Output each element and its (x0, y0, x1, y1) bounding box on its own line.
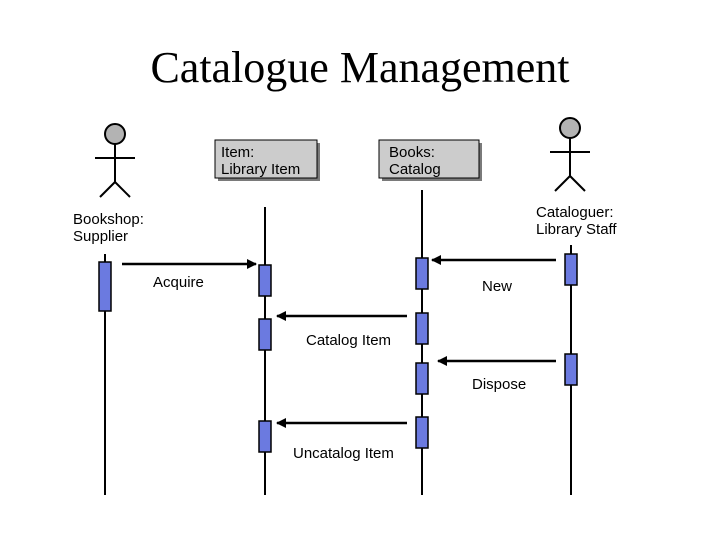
cataloguer-label-line1: Cataloguer: (536, 204, 614, 221)
catalog-label-line1: Books: (389, 144, 435, 161)
supplier-label-line1: Bookshop: (73, 211, 144, 228)
catalog-activation-bar (415, 416, 429, 449)
dispose-message-label: Dispose (472, 376, 526, 393)
acquire-message-label: Acquire (153, 274, 204, 291)
catalog-activation-bar (415, 312, 429, 345)
catalog-label-line2: Catalog (389, 161, 441, 178)
supplier-activation-bar (98, 261, 112, 312)
item-label-line1: Item: (221, 144, 254, 161)
cataloguer-activation-bar (564, 353, 578, 386)
catalog-object-box (378, 139, 482, 181)
cataloguer-activation-bar (564, 253, 578, 286)
supplier-label-line2: Supplier (73, 228, 128, 245)
item-activation-bar (258, 318, 272, 351)
new-message-label: New (482, 278, 512, 295)
supplier-actor-icon (95, 123, 135, 198)
item-activation-bar (258, 420, 272, 453)
page-title: Catalogue Management (150, 43, 570, 92)
cataloguer-label-line2: Library Staff (536, 221, 617, 238)
item-activation-bar (258, 264, 272, 297)
catalog-activation-bar (415, 362, 429, 395)
cataloguer-actor-icon (550, 117, 590, 192)
item-object-box (214, 139, 320, 181)
catalog-item-message-label: Catalog Item (306, 332, 391, 349)
item-label-line2: Library Item (221, 161, 300, 178)
uncatalog-item-message-label: Uncatalog Item (293, 445, 394, 462)
catalog-activation-bar (415, 257, 429, 290)
